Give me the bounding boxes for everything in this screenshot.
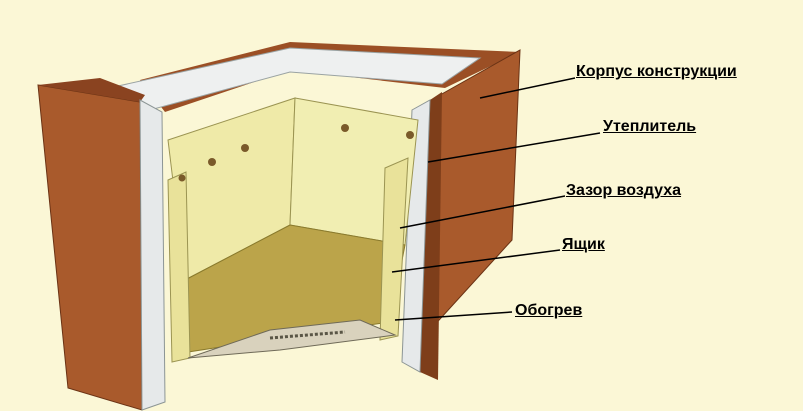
vent-hole	[178, 174, 186, 182]
label-box: Ящик	[562, 236, 605, 253]
body-left-panel-edge	[38, 78, 145, 102]
vent-hole	[341, 124, 349, 132]
label-body: Корпус конструкции	[576, 63, 737, 80]
leader-heating	[394, 311, 513, 321]
vent-hole	[241, 144, 249, 152]
heating-coil	[269, 330, 346, 340]
insulation-right	[401, 99, 431, 373]
insulation-left	[139, 99, 166, 411]
leader-box	[391, 249, 561, 273]
label-insulation: Утеплитель	[603, 118, 697, 135]
body-right-front	[420, 92, 442, 380]
box-left-side	[167, 171, 191, 363]
leader-insulation	[427, 132, 601, 163]
box-right-side	[379, 157, 409, 341]
leader-body	[479, 77, 576, 99]
leader-air-gap	[399, 195, 566, 229]
vent-hole	[208, 158, 216, 166]
heating-plate	[187, 319, 397, 359]
label-heating: Обогрев	[515, 302, 583, 319]
vent-hole	[406, 131, 414, 139]
body-left-panel	[37, 84, 143, 411]
label-air-gap: Зазор воздуха	[566, 182, 682, 199]
